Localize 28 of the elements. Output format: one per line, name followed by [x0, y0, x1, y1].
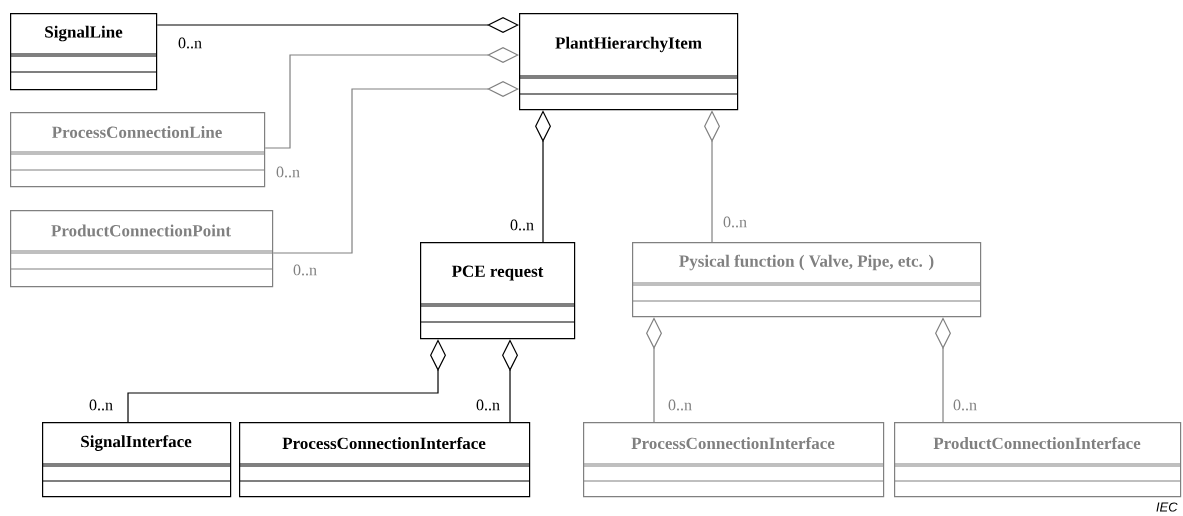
aggregation-line	[935, 317, 951, 423]
aggregation-line	[127, 339, 446, 423]
aggregation-line	[156, 17, 519, 33]
class-box: ProductConnectionPoint	[9, 210, 274, 288]
aggregation-line	[535, 110, 551, 243]
class-box: PlantHierarchyItem	[518, 13, 739, 111]
multiplicity-label: 0..n	[666, 397, 694, 413]
class-box: SignalLine	[9, 13, 158, 91]
multiplicity-label: 0..n	[87, 397, 115, 413]
class-box: ProcessConnectionLine	[9, 112, 266, 188]
multiplicity-label: 0..n	[721, 214, 749, 230]
multiplicity-label: 0..n	[274, 164, 302, 180]
class-box: ProcessConnectionInterface	[238, 422, 531, 498]
multiplicity-label: 0..n	[291, 262, 319, 278]
class-box: SignalInterface	[41, 422, 232, 498]
aggregation-line	[646, 317, 662, 423]
class-box: ProcessConnectionInterface	[582, 422, 885, 498]
multiplicity-label: 0..n	[176, 35, 204, 51]
multiplicity-label: 0..n	[474, 397, 502, 413]
class-box: Pysical function ( Valve, Pipe, etc. )	[631, 242, 982, 318]
multiplicity-label: 0..n	[508, 217, 536, 233]
class-box: PCE request	[419, 242, 576, 340]
aggregation-line	[272, 81, 519, 254]
aggregation-line	[704, 110, 720, 243]
multiplicity-label: 0..n	[951, 397, 979, 413]
aggregation-line	[502, 339, 518, 423]
class-box: ProductConnectionInterface	[893, 422, 1182, 498]
aggregation-line	[264, 47, 519, 149]
